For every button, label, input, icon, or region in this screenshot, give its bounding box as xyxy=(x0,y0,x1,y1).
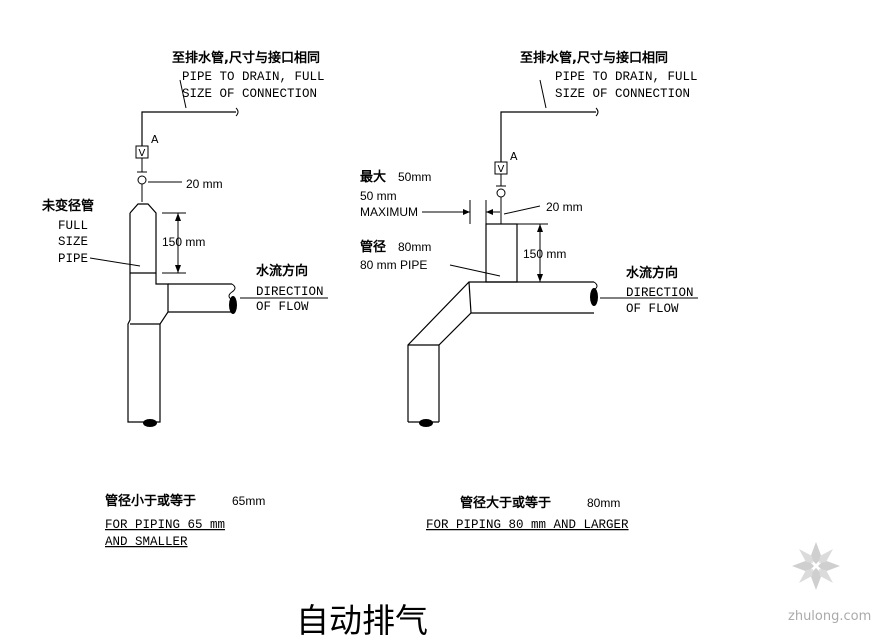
right-flow-cn: 水流方向 xyxy=(626,265,678,281)
left-flow-en-1: DIRECTION xyxy=(256,285,324,299)
right-horizontal-end xyxy=(590,288,598,306)
right-flow-en-1: DIRECTION xyxy=(626,286,694,300)
left-caption-size: 65mm xyxy=(232,494,265,508)
right-drain-leader xyxy=(539,79,547,109)
right-dim-20-leader xyxy=(503,205,541,215)
right-drain-break xyxy=(595,107,599,117)
right-dim-20: 20 mm xyxy=(546,200,583,214)
left-vent-ball xyxy=(137,175,147,185)
left-full-size-cn: 未变径管 xyxy=(41,198,94,214)
right-max-cn: 最大 xyxy=(360,169,386,185)
left-flow-en-2: OF FLOW xyxy=(256,300,309,314)
right-valve-symbol: V xyxy=(498,164,505,175)
right-riser-stub xyxy=(485,223,518,283)
right-elbow-joint-1 xyxy=(468,281,472,314)
left-detail: 至排水管,尺寸与接口相同 PIPE TO DRAIN, FULL SIZE OF… xyxy=(41,50,328,549)
left-pipe-end xyxy=(143,419,157,427)
right-drain-en-2: SIZE OF CONNECTION xyxy=(555,87,690,101)
left-full-size-en-1: FULL xyxy=(58,219,88,233)
left-caption-en-2: AND SMALLER xyxy=(105,535,188,549)
left-full-size-en-2: SIZE xyxy=(58,235,88,249)
left-horizontal-break xyxy=(228,283,236,301)
right-caption-size: 80mm xyxy=(587,496,620,510)
left-valve-label: A xyxy=(151,133,159,146)
right-horizontal-break xyxy=(590,281,598,299)
right-drain-en-1: PIPE TO DRAIN, FULL xyxy=(555,70,698,84)
right-pipe-cn: 管径 xyxy=(360,239,386,255)
right-max-dim: 50mm xyxy=(398,170,431,184)
right-vent-ball xyxy=(496,188,506,198)
right-pipe-upper-outline xyxy=(407,281,594,422)
watermark-text: zhulong.com xyxy=(788,609,871,624)
left-valve-symbol: V xyxy=(139,148,146,159)
right-valve-label: A xyxy=(510,150,518,163)
left-drain-en-2: SIZE OF CONNECTION xyxy=(182,87,317,101)
right-pipe-dim: 80mm xyxy=(398,240,431,254)
right-pipe-end xyxy=(419,419,433,427)
right-caption-cn: 管径大于或等于 xyxy=(460,495,551,511)
watermark-logo xyxy=(792,542,840,590)
left-drain-pipe xyxy=(141,111,236,146)
right-drain-cn: 至排水管,尺寸与接口相同 xyxy=(520,50,668,66)
right-max-en-1: 50 mm xyxy=(360,189,397,203)
left-dim-150: 150 mm xyxy=(162,235,205,249)
right-pipe-leader xyxy=(449,264,501,277)
left-full-size-leader xyxy=(89,257,141,267)
right-max-en-2: MAXIMUM xyxy=(360,205,418,219)
left-horizontal-end xyxy=(229,296,237,314)
left-caption-en-1: FOR PIPING 65 mm xyxy=(105,518,225,532)
right-pipe-lower-outline xyxy=(438,312,594,422)
right-detail: 至排水管,尺寸与接口相同 PIPE TO DRAIN, FULL SIZE OF… xyxy=(360,50,698,532)
left-flow-cn: 水流方向 xyxy=(256,263,308,279)
left-full-size-en-3: PIPE xyxy=(58,252,88,266)
left-drain-cn: 至排水管,尺寸与接口相同 xyxy=(172,50,320,66)
left-drain-en-1: PIPE TO DRAIN, FULL xyxy=(182,70,325,84)
right-flow-en-2: OF FLOW xyxy=(626,302,679,316)
left-dim-20: 20 mm xyxy=(186,177,223,191)
left-drain-leader xyxy=(179,79,187,109)
drawing-title: 自动排气 xyxy=(296,601,428,640)
right-caption-en: FOR PIPING 80 mm AND LARGER xyxy=(426,518,629,532)
right-dim-150: 150 mm xyxy=(523,247,566,261)
right-pipe-en: 80 mm PIPE xyxy=(360,258,427,272)
right-drain-pipe xyxy=(500,111,596,162)
left-drain-break xyxy=(235,107,239,117)
left-caption-cn: 管径小于或等于 xyxy=(105,493,196,509)
